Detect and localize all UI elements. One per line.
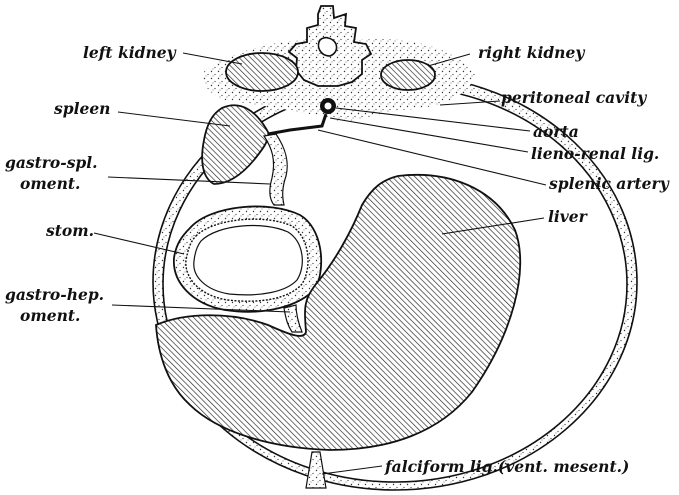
label-liver: liver <box>548 207 589 226</box>
label-stom: stom. <box>46 221 94 240</box>
label-peritoneal-cavity: peritoneal cavity <box>501 88 647 107</box>
label-lieno-renal-lig: lieno-renal lig. <box>531 144 659 163</box>
label-right-kidney: right kidney <box>478 43 585 62</box>
label-falciform: falciform lig.(vent. mesent.) <box>384 457 629 476</box>
label-left-kidney: left kidney <box>83 43 177 62</box>
label-spleen: spleen <box>54 99 110 118</box>
label-gastro-spl: gastro-spl. <box>5 153 98 172</box>
right-kidney <box>381 60 435 90</box>
label-aorta: aorta <box>533 122 579 141</box>
neural-canal <box>318 38 336 56</box>
left-kidney <box>226 53 298 91</box>
label-splenic-artery: splenic artery <box>549 174 670 193</box>
label-gastro-hep: gastro-hep. <box>5 285 104 304</box>
label-gastro-hep-oment: oment. <box>20 306 80 325</box>
label-gastro-spl-oment: oment. <box>20 174 80 193</box>
